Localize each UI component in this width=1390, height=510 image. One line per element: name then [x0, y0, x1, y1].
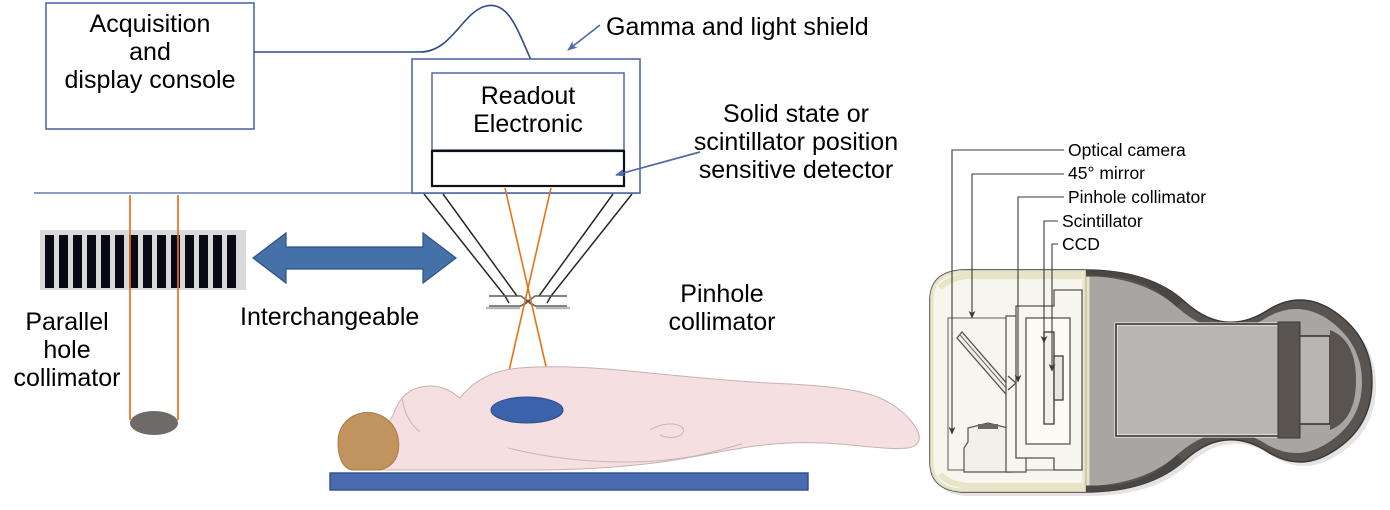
- parallel-hole-collimator-label: Parallel hole collimator: [13, 308, 121, 392]
- solid-state-detector-label: Solid state or scintillator position sen…: [693, 100, 899, 184]
- ccd-plate: [1053, 355, 1064, 401]
- acquisition-console-box: [45, 2, 255, 130]
- readout-electronic-box: [431, 72, 625, 151]
- callout-45-mirror: 45° mirror: [1068, 163, 1146, 183]
- radioactive-source-ellipse: [130, 411, 178, 435]
- patient-figure: [337, 366, 920, 471]
- interchangeable-double-arrow: [252, 231, 457, 285]
- acquisition-console-label: Acquisition and display console: [64, 10, 236, 94]
- optical-camera-body: [963, 422, 1013, 473]
- leader-mirror: [968, 173, 1064, 319]
- callout-optical-camera: Optical camera: [1068, 140, 1186, 160]
- callout-pinhole-collimator: Pinhole collimator: [1068, 187, 1207, 207]
- parallel-hole-collimator: [40, 230, 246, 290]
- handle-interior-block: [1114, 322, 1284, 438]
- gamma-light-shield-label: Gamma and light shield: [606, 13, 869, 41]
- device-callout-leaders: [948, 149, 1064, 435]
- leader-optical-camera: [948, 149, 1064, 435]
- leader-pinhole-collimator: [1014, 196, 1064, 383]
- leader-ccd: [1048, 243, 1058, 372]
- callout-ccd: CCD: [1062, 234, 1100, 254]
- pinhole-aperture: [489, 295, 567, 307]
- pinhole-collimator-label: Pinhole collimator: [668, 280, 776, 336]
- handle-tail-shell: [1330, 330, 1356, 430]
- handle-endcap-shell: [1277, 321, 1301, 439]
- shield-callout-arrow: [567, 24, 601, 51]
- position-sensitive-detector: [430, 149, 626, 188]
- leader-scintillator: [1040, 220, 1058, 344]
- device-body-fill: [930, 270, 1362, 492]
- callout-scintillator: Scintillator: [1062, 211, 1143, 231]
- parallel-gamma-rays: [129, 195, 179, 420]
- detector-callout-arrow: [615, 151, 701, 177]
- patient-table: [329, 472, 809, 491]
- readout-electronic-label: Readout Electronic: [473, 82, 583, 138]
- interchangeable-label: Interchangeable: [240, 303, 420, 331]
